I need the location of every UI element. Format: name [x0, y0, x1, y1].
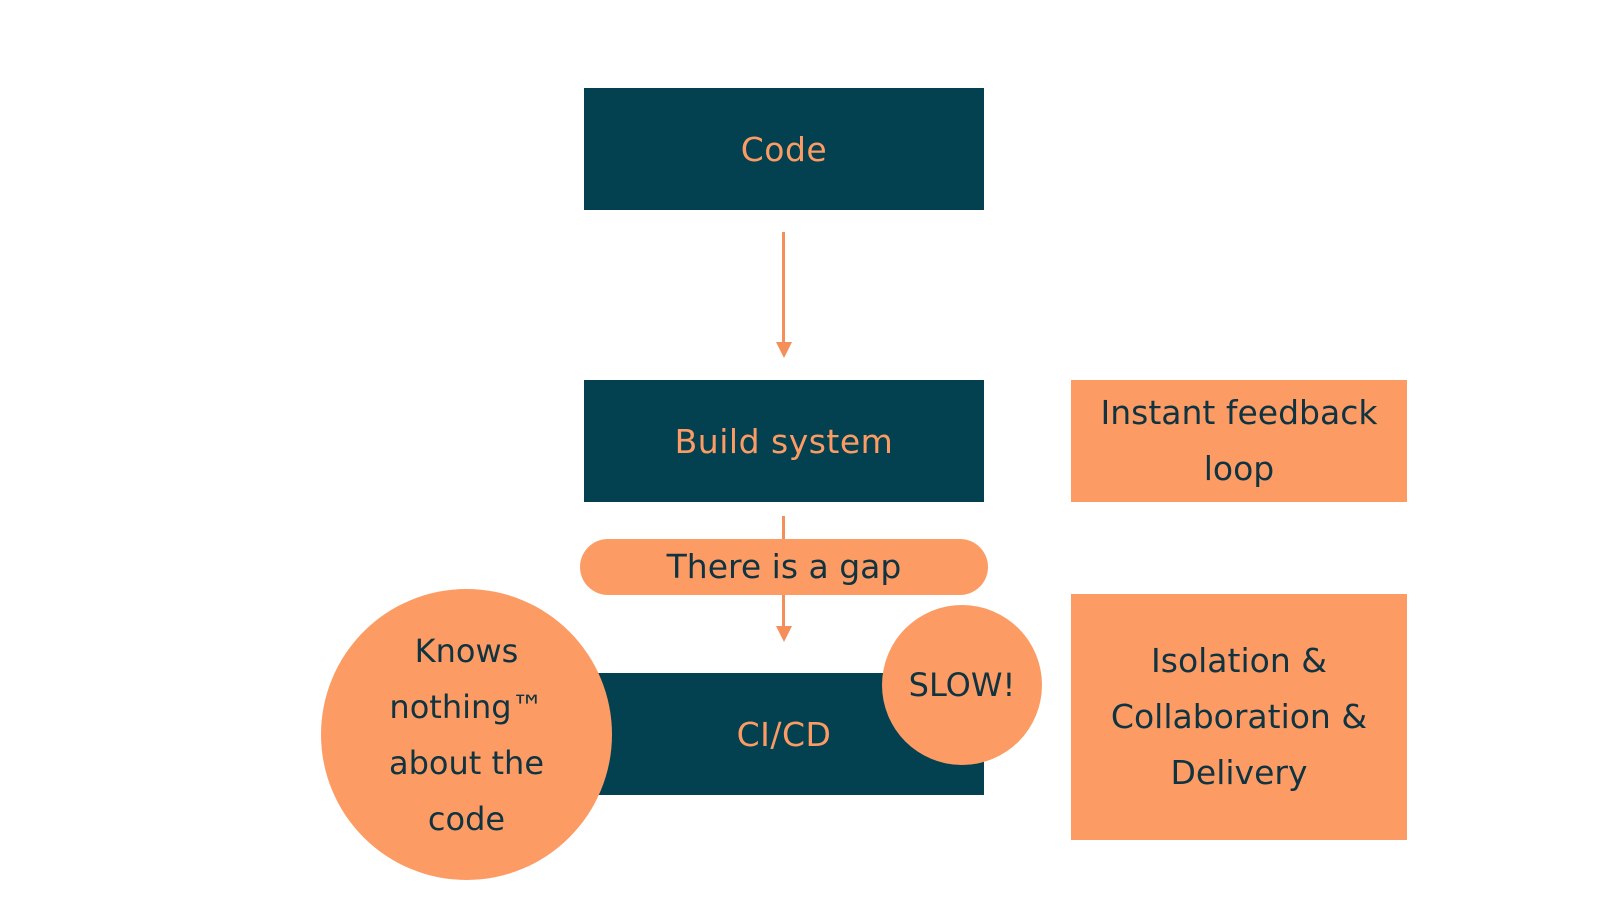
slow-callout: SLOW! [882, 605, 1042, 765]
isolation-collaboration-delivery-note: Isolation & Collaboration & Delivery [1071, 594, 1407, 840]
isolation-line-2: Collaboration & [1110, 697, 1368, 736]
knows-nothing-line-3: about the [388, 743, 544, 782]
node-build-system-label: Build system [674, 421, 894, 461]
node-code-label: Code [740, 129, 828, 169]
arrow-code-to-build [782, 232, 785, 344]
isolation-line-1: Isolation & [1151, 641, 1327, 680]
node-build-system: Build system [584, 380, 984, 502]
instant-feedback-line-2: loop [1203, 449, 1275, 488]
slow-callout-label: SLOW! [908, 666, 1016, 704]
knows-nothing-line-2: nothing™ [389, 687, 544, 726]
instant-feedback-line-1: Instant feedback [1100, 393, 1378, 432]
knows-nothing-line-1: Knows [414, 631, 519, 670]
gap-callout: There is a gap [580, 539, 988, 595]
isolation-line-3: Delivery [1170, 753, 1308, 792]
instant-feedback-note: Instant feedback loop [1071, 380, 1407, 502]
knows-nothing-line-4: code [427, 799, 506, 838]
arrow-code-to-build-head [776, 342, 792, 358]
arrow-build-to-cicd-head [776, 626, 792, 642]
node-cicd-label: CI/CD [736, 714, 832, 754]
knows-nothing-callout: Knows nothing™ about the code [321, 589, 612, 880]
node-code: Code [584, 88, 984, 210]
gap-callout-label: There is a gap [666, 547, 902, 586]
